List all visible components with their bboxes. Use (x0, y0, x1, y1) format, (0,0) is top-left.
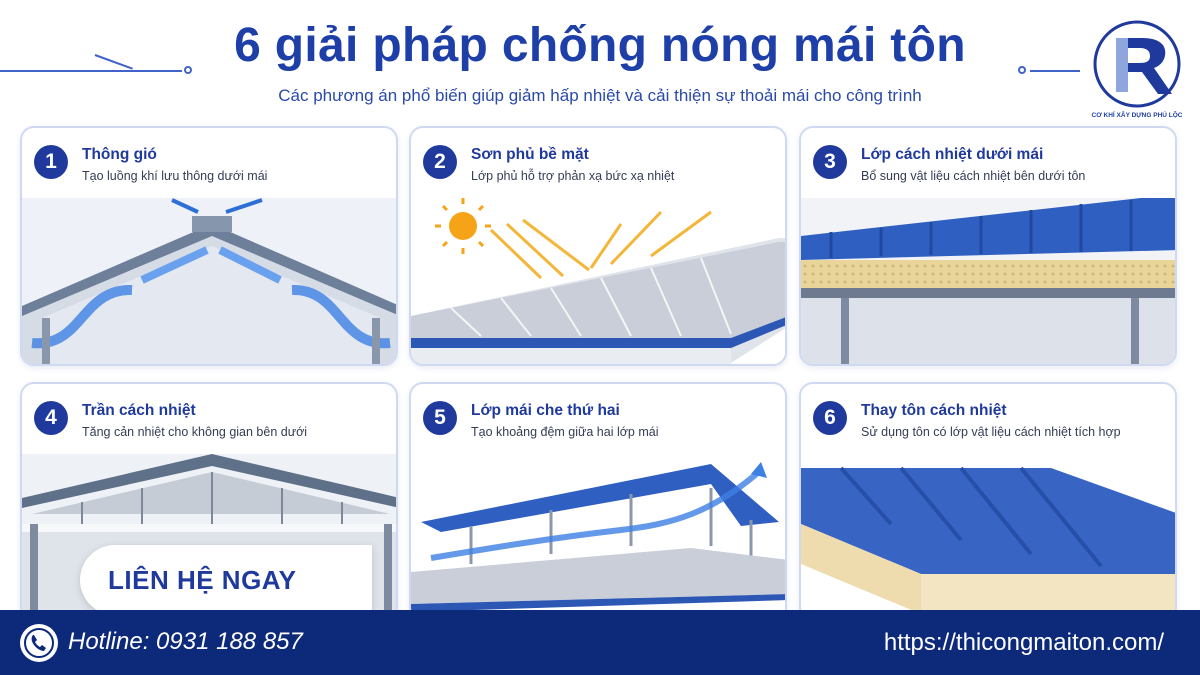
solution-title: Lớp mái che thứ hai (471, 402, 620, 419)
decorative-line-right (1030, 70, 1080, 72)
solution-title: Lớp cách nhiệt dưới mái (861, 146, 1044, 163)
phone-glyph (24, 628, 54, 658)
header: 6 giải pháp chống nóng mái tôn Các phươn… (0, 0, 1200, 118)
solution-card-5[interactable]: 5 Lớp mái che thứ hai Tạo khoảng đệm giữ… (409, 382, 787, 622)
solution-title: Thông gió (82, 146, 157, 163)
solution-number: 2 (423, 145, 457, 179)
decorative-line-left (0, 70, 182, 72)
solution-description: Tạo khoảng đệm giữa hai lớp mái (471, 425, 659, 439)
roof-coating-illustration (411, 198, 785, 364)
solution-description: Sử dụng tôn có lớp vật liệu cách nhiệt t… (861, 425, 1121, 439)
sandwich-panel-illustration (801, 454, 1175, 620)
r-monogram-icon (1093, 20, 1181, 108)
solution-description: Tăng cản nhiệt cho không gian bên dưới (82, 425, 308, 439)
solution-card-2[interactable]: 2 Sơn phủ bề mặt Lớp phủ hỗ trợ phản xạ … (409, 126, 787, 366)
hotline-text[interactable]: Hotline: 0931 188 857 (68, 628, 303, 655)
contact-now-label: LIÊN HỆ NGAY (108, 565, 297, 595)
brand-logo[interactable] (1082, 18, 1192, 128)
solution-card-3[interactable]: 3 Lớp cách nhiệt dưới mái Bổ sung vật li… (799, 126, 1177, 366)
insulation-illustration (801, 198, 1175, 364)
solution-number: 6 (813, 401, 847, 435)
roof-ventilation-illustration (22, 198, 396, 364)
decorative-dot-left (184, 66, 192, 74)
website-link[interactable]: https://thicongmaiton.com/ (883, 629, 1164, 656)
solution-description: Lớp phủ hỗ trợ phản xạ bức xạ nhiệt (471, 169, 675, 183)
brand-name: CƠ KHÍ XÂY DỰNG PHÚ LỘC (1091, 112, 1183, 119)
solution-title: Trần cách nhiệt (82, 402, 196, 419)
phone-icon[interactable] (20, 624, 58, 662)
solution-card-1[interactable]: 1 Thông gió Tạo luồng khí lưu thông dưới… (20, 126, 398, 366)
solution-number: 1 (34, 145, 68, 179)
solution-number: 5 (423, 401, 457, 435)
double-roof-illustration (411, 454, 785, 620)
solution-card-6[interactable]: 6 Thay tôn cách nhiệt Sử dụng tôn có lớp… (799, 382, 1177, 622)
solution-description: Tạo luồng khí lưu thông dưới mái (82, 169, 268, 183)
page-subtitle: Các phương án phổ biến giúp giảm hấp nhi… (278, 86, 922, 105)
page-title: 6 giải pháp chống nóng mái tôn (234, 19, 966, 72)
solution-description: Bổ sung vật liệu cách nhiệt bên dưới tôn (861, 169, 1086, 183)
solution-title: Thay tôn cách nhiệt (861, 402, 1007, 419)
solution-number: 3 (813, 145, 847, 179)
solution-number: 4 (34, 401, 68, 435)
contact-now-button[interactable]: LIÊN HỆ NGAY (80, 545, 372, 615)
solution-title: Sơn phủ bề mặt (471, 146, 589, 163)
decorative-dot-right (1018, 66, 1026, 74)
footer-bar: Hotline: 0931 188 857 https://thicongmai… (0, 610, 1200, 675)
